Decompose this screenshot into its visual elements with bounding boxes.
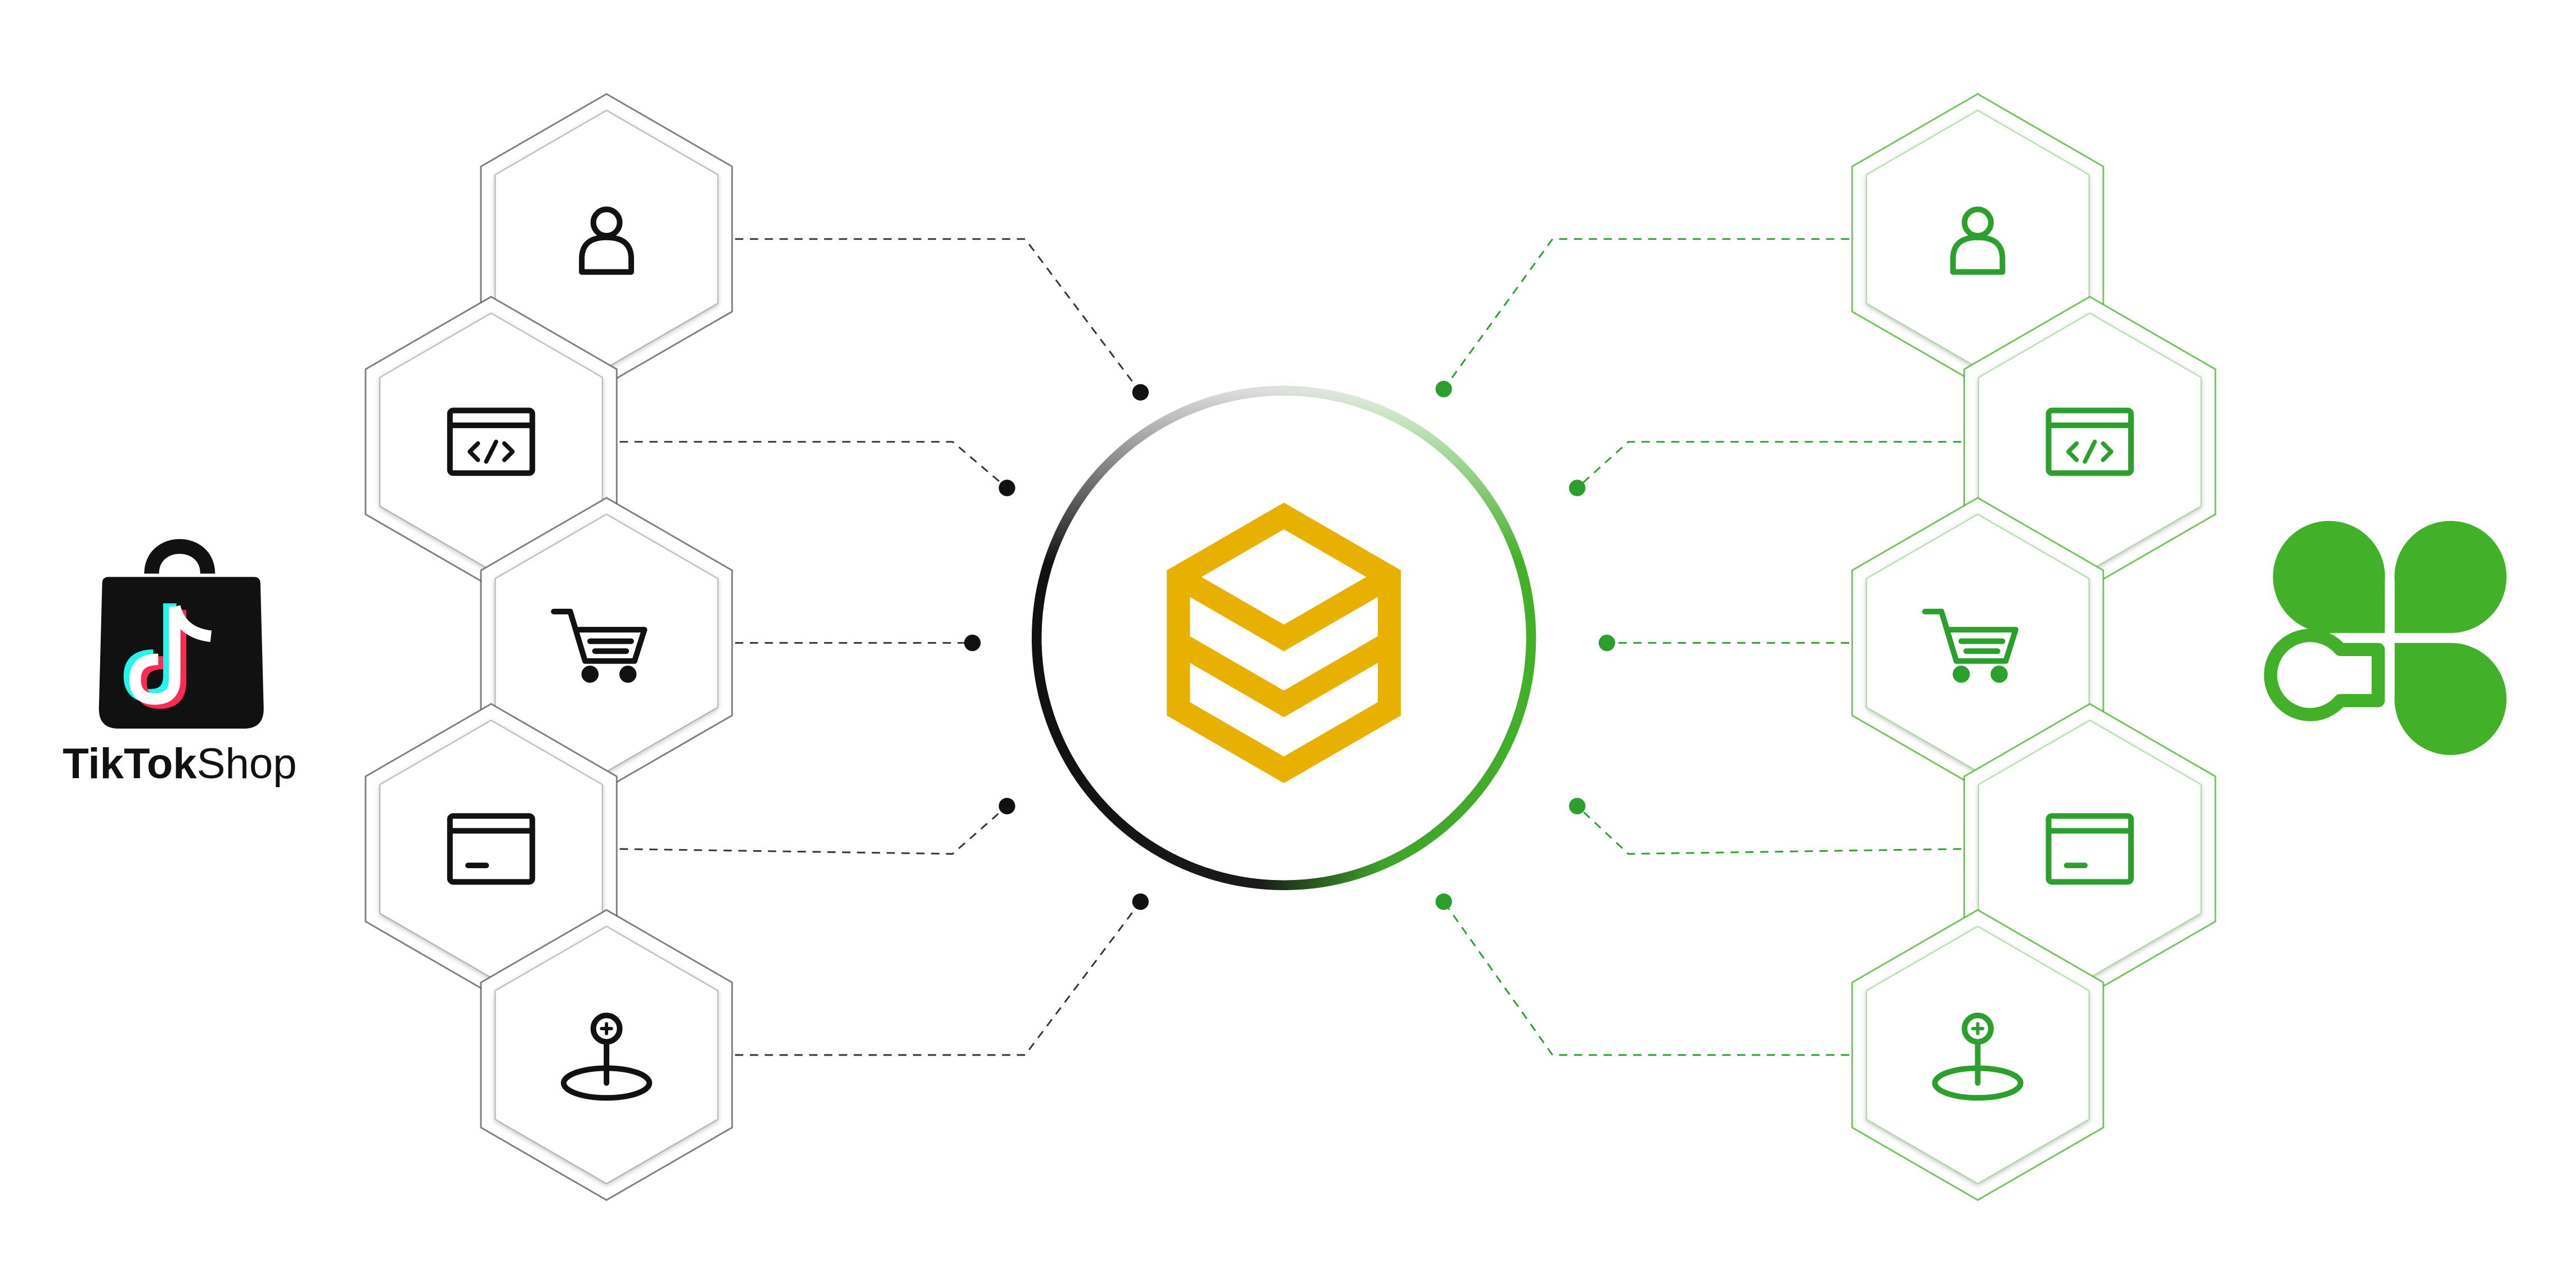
- connector-dot-left-locations: [1132, 893, 1149, 910]
- card-icon: [2045, 813, 2134, 885]
- clover-leaf-bottom-right: [2394, 643, 2507, 755]
- module-hex-locations: [480, 909, 733, 1201]
- connector-dot-left-orders: [964, 634, 981, 652]
- module-hex-orders: [480, 497, 733, 789]
- clover-leaf-top-left: [2273, 520, 2385, 633]
- connector-left-payments: [619, 805, 1008, 855]
- connector-dot-right-api: [1569, 479, 1586, 496]
- connector-right-locations: [1443, 901, 1850, 1056]
- connector-left-api: [619, 441, 1008, 489]
- connector-right-customers: [1443, 238, 1850, 390]
- left-module-column: [365, 93, 733, 1201]
- tiktok-shopping-bag-icon: [98, 539, 264, 729]
- connector-dot-right-payments: [1569, 797, 1586, 815]
- code-window-icon: [2045, 407, 2134, 476]
- clover-leaf-bottom-left: [2264, 628, 2385, 721]
- module-hex-customers: [480, 93, 733, 385]
- module-hex-api: [1963, 295, 2217, 588]
- shopping-cart-icon: [551, 608, 648, 683]
- stacked-layers-hexagon-icon: [1167, 502, 1401, 783]
- location-pin-icon: [1932, 1012, 2024, 1101]
- connector-left-locations: [735, 901, 1141, 1056]
- center-hub: [1030, 384, 1538, 892]
- connector-dot-right-customers: [1435, 380, 1452, 398]
- module-hex-payments: [365, 703, 618, 995]
- tiktok-shop-logo: TikTokShop: [62, 539, 297, 788]
- connector-right-payments: [1576, 805, 1962, 855]
- module-hex-locations: [1851, 909, 2105, 1201]
- hub-ring-fade: [1030, 384, 1538, 892]
- user-icon: [579, 206, 635, 275]
- module-hex-api: [365, 295, 618, 588]
- brand-name-bold: TikTok: [62, 740, 197, 788]
- code-window-icon: [447, 407, 536, 476]
- shopping-cart-icon: [1922, 608, 2018, 683]
- svg-text:TikTokShop: TikTokShop: [62, 740, 296, 788]
- right-module-column: [1851, 93, 2217, 1201]
- brand-name-regular: Shop: [197, 740, 297, 788]
- connector-dot-left-api: [999, 479, 1015, 496]
- connector-dot-left-payments: [999, 797, 1015, 815]
- module-hex-customers: [1851, 93, 2105, 385]
- location-pin-icon: [560, 1012, 653, 1101]
- module-hex-orders: [1851, 497, 2105, 789]
- clover-leaf-top-right: [2394, 520, 2507, 633]
- module-hex-payments: [1963, 703, 2217, 995]
- connector-dot-left-customers: [1132, 384, 1149, 401]
- connector-dot-right-orders: [1598, 634, 1616, 652]
- card-icon: [447, 813, 536, 885]
- connector-right-api: [1576, 441, 1962, 489]
- connector-dot-right-locations: [1435, 893, 1452, 910]
- clover-logo-icon: [2264, 520, 2507, 755]
- connector-left-customers: [735, 238, 1141, 393]
- user-icon: [1950, 206, 2006, 275]
